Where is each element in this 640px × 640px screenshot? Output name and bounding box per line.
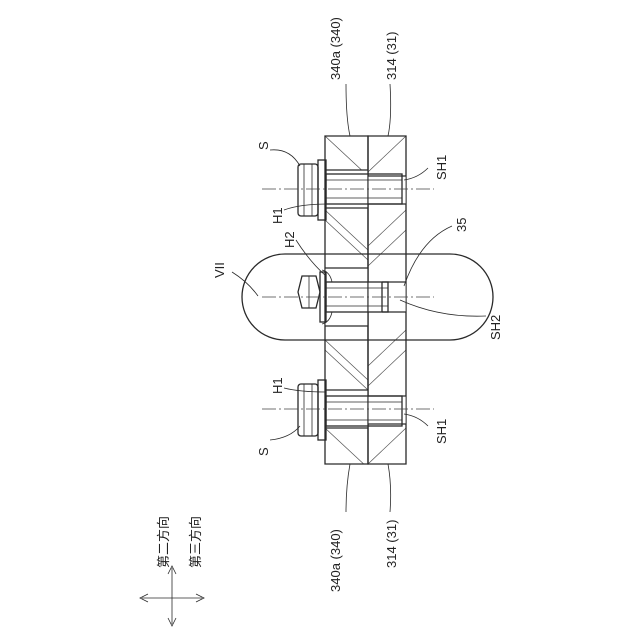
label-detail-vii: VII: [212, 262, 227, 278]
label-sh2: SH2: [488, 315, 503, 340]
label-top-plate: 340a (340): [328, 17, 343, 80]
label-h1-top: H1: [270, 207, 285, 224]
direction-indicator: 第二方向 第三方向: [140, 516, 204, 626]
label-h1-bottom: H1: [270, 377, 285, 394]
label-screw-bottom: S: [256, 447, 271, 456]
label-screw-top: S: [256, 141, 271, 150]
label-third-direction: 第三方向: [188, 516, 203, 568]
label-sh1-bottom: SH1: [434, 419, 449, 444]
label-top-base: 314 (31): [384, 32, 399, 80]
label-h2: H2: [282, 231, 297, 248]
label-ref-35: 35: [454, 218, 469, 232]
label-sh1-top: SH1: [434, 155, 449, 180]
label-bottom-plate: 340a (340): [328, 529, 343, 592]
label-second-direction: 第二方向: [156, 516, 171, 568]
label-bottom-base: 314 (31): [384, 520, 399, 568]
plate-340a: [325, 136, 368, 468]
